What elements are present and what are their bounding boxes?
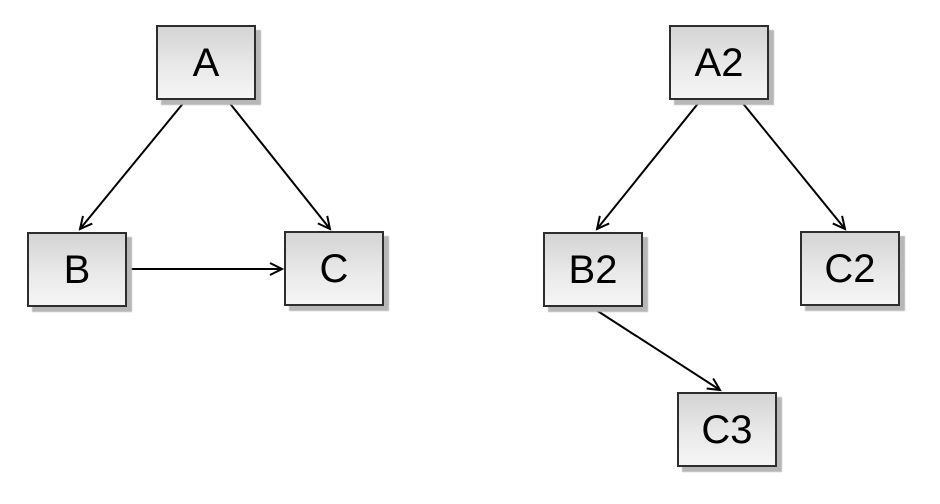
node-a2-label: A2 [694,40,744,85]
edge-A2-B2[interactable] [597,100,701,229]
node-c3-label: C3 [701,407,753,452]
node-c2[interactable]: C2 [800,231,900,306]
node-c2-label: C2 [824,246,876,291]
node-a2[interactable]: A2 [669,25,769,100]
node-a-label: A [192,40,220,85]
edge-A-C[interactable] [227,100,330,229]
node-a[interactable]: A [156,25,256,100]
node-b2[interactable]: B2 [543,232,643,307]
node-b2-label: B2 [568,247,618,292]
node-c[interactable]: C [284,231,384,306]
node-c-label: C [319,246,349,291]
node-c3[interactable]: C3 [677,392,777,467]
node-b[interactable]: B [27,232,127,307]
edge-A2-C2[interactable] [740,100,845,229]
edge-B2-C3[interactable] [592,307,720,390]
node-b-label: B [63,247,91,292]
edge-A-B[interactable] [80,100,186,229]
